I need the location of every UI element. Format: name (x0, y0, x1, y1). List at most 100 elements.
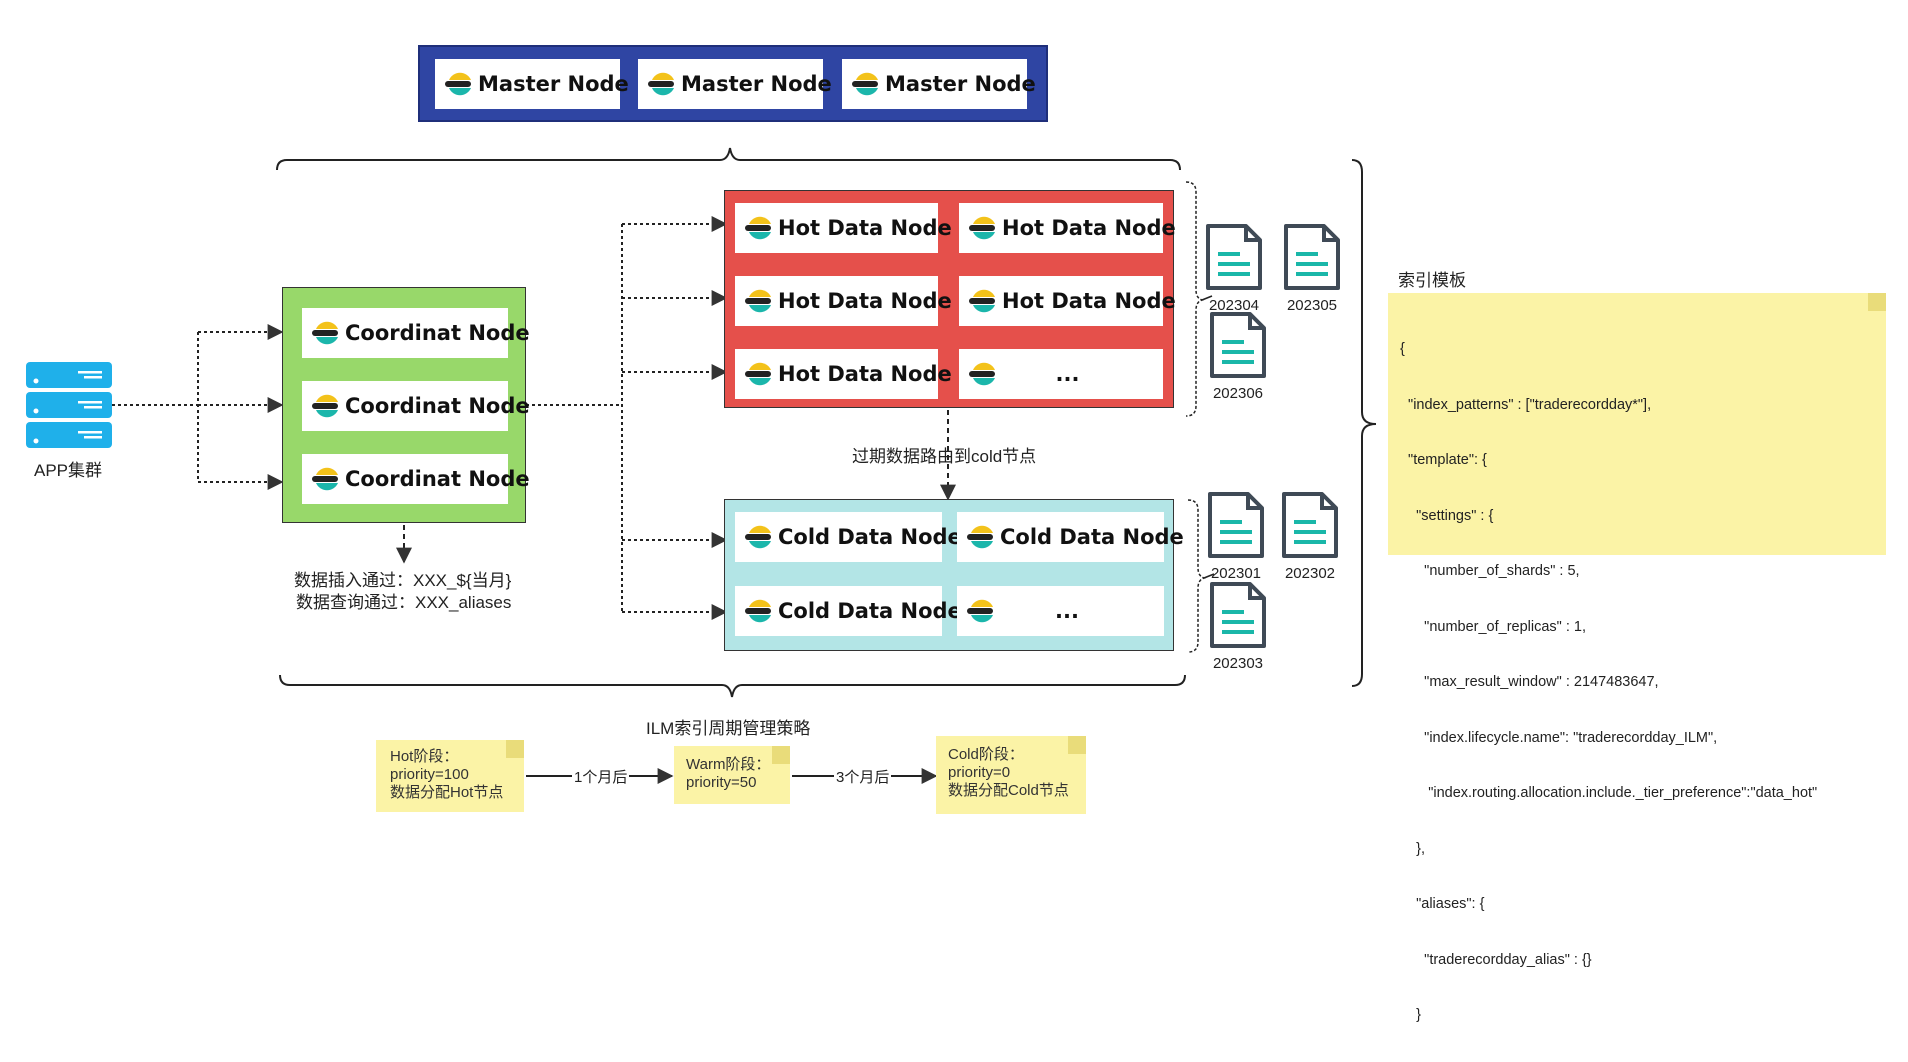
ilm-arrow2-label: 3个月后 (834, 766, 892, 787)
coord-note-line2: 数据查询通过：XXX_aliases (296, 593, 512, 612)
index-doc-202305: 202305 (1282, 224, 1342, 314)
hot-node-3: Hot Data Node (735, 276, 952, 326)
code-line: "index.lifecycle.name": "traderecordday_… (1400, 729, 1718, 746)
elasticsearch-logo-icon (648, 72, 674, 96)
cold-node-more: ... (957, 586, 1164, 636)
elasticsearch-logo-icon (967, 599, 993, 623)
cold-node-label: Cold Data Node (778, 525, 962, 549)
index-doc-202303: 202303 (1208, 582, 1268, 672)
note-fold (1068, 736, 1086, 754)
elasticsearch-logo-icon (745, 216, 771, 240)
elasticsearch-logo-icon (312, 467, 338, 491)
doc-label: 202301 (1210, 565, 1262, 582)
template-code: { "index_patterns" : ["traderecordday*"]… (1400, 303, 1817, 1062)
cold-node-label: Cold Data Node (778, 599, 962, 623)
code-line: "template": { (1400, 452, 1487, 468)
code-line: "number_of_replicas" : 1, (1400, 618, 1586, 635)
note-fold (772, 746, 790, 764)
ilm-cold-stage: Cold阶段： priority=0 数据分配Cold节点 (936, 736, 1086, 814)
index-doc-202301: 202301 (1206, 492, 1266, 582)
connectors-layer (112, 147, 1377, 784)
hot-node-4: Hot Data Node (959, 276, 1176, 326)
cold-node-label: Cold Data Node (1000, 525, 1184, 549)
right-brace (1351, 159, 1377, 687)
hot-node-1: Hot Data Node (735, 203, 952, 253)
master-panel: Master Node Master Node Master Node (418, 45, 1048, 122)
hot-node-more: ... (959, 349, 1163, 399)
coord-note-line1: 数据插入通过：XXX_${当月} (294, 571, 512, 590)
document-icon (1284, 224, 1340, 290)
bottom-brace (279, 674, 1186, 698)
template-title: 索引模板 (1398, 271, 1466, 290)
hot-node-label: Hot Data Node (1002, 289, 1176, 313)
elasticsearch-logo-icon (969, 216, 995, 240)
doc-label: 202302 (1284, 565, 1336, 582)
elasticsearch-logo-icon (969, 289, 995, 313)
hot-side-bracket (1185, 181, 1205, 417)
coord-node-3: Coordinat Node (302, 454, 530, 504)
hot-node-label: Hot Data Node (778, 362, 952, 386)
hot-node-label: Hot Data Node (1002, 216, 1176, 240)
code-line: "index_patterns" : ["traderecordday*"], (1400, 396, 1652, 413)
coordinator-panel: Coordinat Node Coordinat Node Coordinat … (282, 287, 530, 523)
template-note: { "index_patterns" : ["traderecordday*"]… (1388, 293, 1886, 1023)
code-line: }, (1400, 840, 1425, 857)
hot-doc-connector (1201, 295, 1213, 301)
cold-node-1: Cold Data Node (735, 512, 962, 562)
note-fold (506, 740, 524, 758)
hot-node-label: Hot Data Node (778, 289, 952, 313)
master-node-1: Master Node (435, 59, 629, 109)
cold-node-ellipsis: ... (1055, 599, 1079, 623)
code-line: "settings" : { (1400, 507, 1494, 524)
cold-node-3: Cold Data Node (735, 586, 962, 636)
ilm-arrow1-label: 1个月后 (572, 766, 630, 787)
note-fold (1868, 293, 1886, 311)
index-doc-202304: 202304 (1204, 224, 1264, 314)
document-icon (1208, 492, 1264, 558)
elasticsearch-logo-icon (312, 394, 338, 418)
hot-node-label: Hot Data Node (778, 216, 952, 240)
stage-line: 数据分配Hot节点 (390, 784, 504, 801)
stage-line: priority=100 (390, 766, 469, 783)
app-server-icon (26, 362, 112, 448)
code-line: { (1400, 341, 1405, 357)
elasticsearch-logo-icon (745, 362, 771, 386)
master-node-2: Master Node (638, 59, 832, 109)
elasticsearch-logo-icon (312, 321, 338, 345)
index-doc-202306: 202306 (1208, 312, 1268, 402)
coord-node-label: Coordinat Node (345, 394, 530, 418)
code-line: "number_of_shards" : 5, (1400, 563, 1580, 579)
hot-node-ellipsis: ... (1055, 362, 1080, 386)
app-to-coord-arrows (112, 324, 284, 490)
stage-line: 数据分配Cold节点 (948, 782, 1069, 799)
elasticsearch-logo-icon (745, 525, 771, 549)
elasticsearch-logo-icon (445, 72, 471, 96)
ilm-hot-stage: Hot阶段： priority=100 数据分配Hot节点 (376, 740, 524, 812)
coord-node-label: Coordinat Node (345, 467, 530, 491)
route-label: 过期数据路由到cold节点 (852, 447, 1037, 466)
app-cluster-label: APP集群 (34, 461, 103, 480)
master-node-label: Master Node (681, 72, 832, 96)
hot-node-5: Hot Data Node (735, 349, 952, 399)
doc-label: 202304 (1208, 297, 1260, 314)
master-node-label: Master Node (885, 72, 1036, 96)
master-node-label: Master Node (478, 72, 629, 96)
elasticsearch-logo-icon (852, 72, 878, 96)
document-icon (1210, 312, 1266, 378)
elasticsearch-logo-icon (745, 599, 771, 623)
cold-panel: Cold Data Node Cold Data Node Cold Data … (724, 499, 1184, 651)
elasticsearch-logo-icon (969, 362, 995, 386)
ilm-warm-stage: Warm阶段： priority=50 (674, 746, 790, 804)
stage-line: priority=0 (948, 764, 1011, 781)
code-line: } (1400, 1007, 1421, 1023)
code-line: "aliases": { (1400, 896, 1485, 912)
top-brace (276, 147, 1181, 171)
cold-node-2: Cold Data Node (957, 512, 1184, 562)
cold-side-bracket (1187, 499, 1207, 653)
elasticsearch-logo-icon (967, 525, 993, 549)
stage-line: Warm阶段： (686, 756, 771, 773)
doc-label: 202306 (1212, 385, 1264, 402)
stage-line: priority=50 (686, 774, 757, 791)
doc-label: 202305 (1286, 297, 1338, 314)
cold-doc-connector (1203, 573, 1215, 579)
